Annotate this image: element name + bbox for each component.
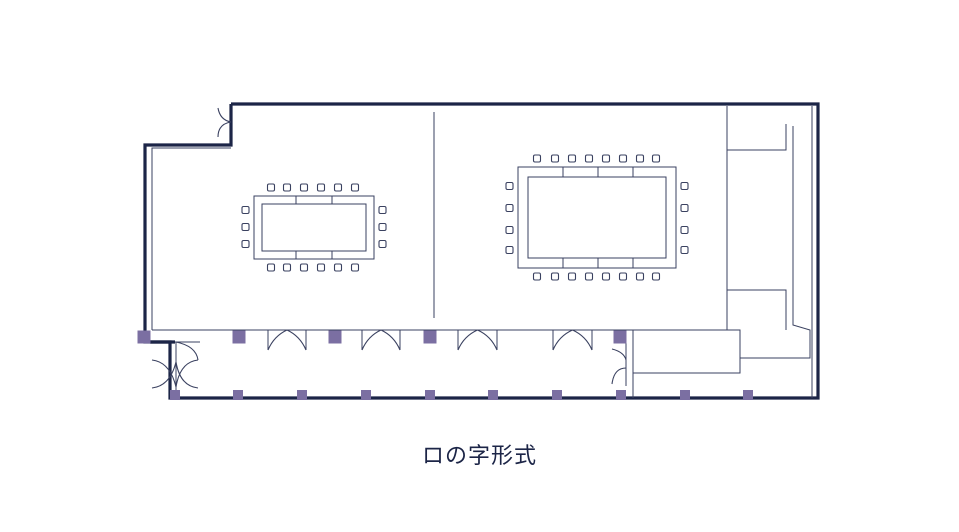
chair	[680, 245, 689, 255]
inner-wall-left	[151, 147, 231, 330]
door-swing	[552, 329, 573, 351]
chair	[299, 183, 309, 192]
chair	[532, 272, 542, 281]
table-inner	[527, 176, 667, 259]
table-inner	[261, 203, 367, 252]
table-left	[241, 183, 387, 272]
chair	[378, 222, 387, 232]
pillar	[552, 390, 562, 400]
chair	[333, 263, 343, 272]
chair	[505, 203, 514, 213]
pillar	[170, 390, 180, 400]
entrance-door	[175, 361, 199, 389]
chair	[680, 203, 689, 213]
door-swing	[477, 329, 498, 351]
chair	[584, 272, 594, 281]
entrance-door	[175, 359, 199, 388]
pillar	[425, 390, 435, 400]
door-swing	[267, 329, 288, 351]
chair	[635, 272, 645, 281]
chair	[532, 154, 542, 163]
chair	[282, 183, 292, 192]
table-outer	[517, 166, 677, 269]
door-swing	[361, 329, 382, 351]
chair	[567, 272, 577, 281]
chair	[266, 263, 276, 272]
chair	[680, 181, 689, 191]
pillar	[616, 390, 626, 400]
chair	[241, 222, 250, 232]
corner-door	[217, 121, 232, 138]
chair	[618, 154, 628, 163]
chair	[241, 205, 250, 215]
chair	[618, 272, 628, 281]
chair	[567, 154, 577, 163]
pillar	[297, 390, 307, 400]
closet-wall	[727, 124, 787, 151]
pillar	[328, 330, 342, 344]
chair	[378, 239, 387, 249]
chair	[266, 183, 276, 192]
door-swing	[457, 329, 478, 351]
inner-walls	[151, 106, 813, 398]
chair	[505, 225, 514, 235]
closet-outline	[740, 126, 811, 359]
storage-box	[632, 329, 741, 374]
chair	[505, 245, 514, 255]
pillar	[361, 390, 371, 400]
outer-wall	[143, 102, 820, 400]
chair	[601, 272, 611, 281]
table-right	[505, 154, 689, 281]
chair	[550, 272, 560, 281]
closet-wall-2	[727, 289, 787, 330]
door-swing	[380, 329, 401, 351]
layout-caption: ロの字形式	[421, 444, 537, 469]
pillar	[232, 330, 246, 344]
corner-door	[217, 107, 232, 123]
chair	[333, 183, 343, 192]
outer-walls	[143, 102, 820, 400]
chair	[378, 205, 387, 215]
pillar	[233, 390, 243, 400]
chair	[651, 272, 661, 281]
pillars	[137, 330, 753, 400]
chair	[316, 183, 326, 192]
entrance-door	[151, 361, 177, 389]
chair	[635, 154, 645, 163]
chair	[680, 225, 689, 235]
doors	[151, 107, 627, 398]
pillar	[137, 330, 151, 344]
chair	[241, 239, 250, 249]
chair	[350, 263, 360, 272]
chair	[550, 154, 560, 163]
pillar	[680, 390, 690, 400]
chair	[601, 154, 611, 163]
pillar	[743, 390, 753, 400]
entrance-door	[151, 359, 177, 388]
chair	[350, 183, 360, 192]
chair	[316, 263, 326, 272]
door-swing	[572, 329, 593, 351]
pillar	[488, 390, 498, 400]
chair	[651, 154, 661, 163]
chair	[584, 154, 594, 163]
pillar	[613, 330, 627, 344]
door-swing	[286, 329, 307, 351]
entrance-door	[175, 341, 199, 361]
chair	[505, 181, 514, 191]
chair	[299, 263, 309, 272]
chair	[282, 263, 292, 272]
pillar	[423, 330, 437, 344]
table-outer	[253, 195, 375, 260]
storage-door	[611, 348, 627, 361]
storage-door	[611, 367, 627, 385]
